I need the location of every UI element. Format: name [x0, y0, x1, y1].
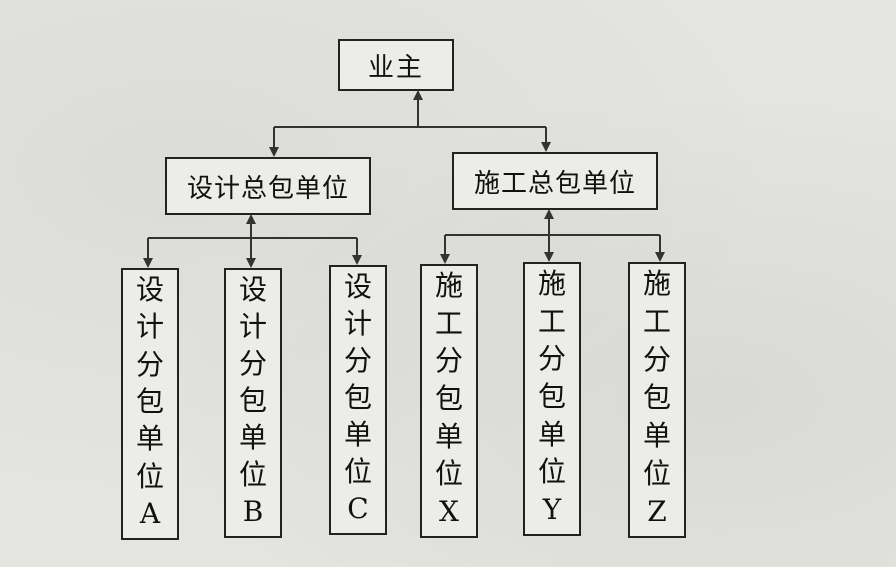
- construction-sub-y-char: 单: [537, 417, 566, 451]
- design-sub-a-char: 分: [135, 347, 164, 381]
- root-node: 业主: [338, 39, 454, 91]
- design-sub-c-char: 包: [343, 381, 372, 414]
- construction-sub-z-char: 单: [642, 419, 671, 452]
- construction-subcontractor-z-node: 施 工 分 包 单 位 Z: [628, 262, 686, 538]
- construction-sub-z-char: 施: [642, 267, 671, 300]
- construction-subcontractor-x-node: 施 工 分 包 单 位 X: [420, 264, 478, 538]
- design-sub-c-char: C: [347, 492, 369, 525]
- design-sub-c-char: 位: [343, 455, 372, 488]
- design-general-contractor-node: 设计总包单位: [165, 157, 371, 215]
- design-sub-a-char: 包: [135, 384, 164, 418]
- construction-sub-x-char: 位: [434, 457, 463, 491]
- design-sub-a-char: A: [139, 496, 161, 530]
- design-subcontractor-c-node: 设 计 分 包 单 位 C: [329, 265, 387, 535]
- design-sub-a-char: 设: [135, 273, 164, 306]
- design-sub-c-char: 单: [343, 418, 372, 451]
- construction-sub-y-char: 位: [537, 455, 566, 489]
- construction-sub-x-char: 分: [434, 344, 463, 378]
- construction-subcontractor-y-node: 施 工 分 包 单 位 Y: [523, 262, 581, 536]
- design-sub-b-char: 分: [238, 347, 267, 380]
- design-sub-b-char: 单: [238, 421, 267, 454]
- design-sub-c-char: 分: [343, 344, 372, 377]
- design-sub-a-char: 单: [135, 422, 164, 456]
- construction-sub-x-char: 工: [434, 306, 463, 340]
- construction-sub-y-char: Y: [542, 492, 562, 526]
- construction-sub-y-char: 分: [537, 342, 566, 376]
- root-node-label: 业主: [367, 52, 424, 83]
- construction-general-contractor-node: 施工总包单位: [452, 152, 658, 210]
- design-sub-b-char: 设: [238, 273, 267, 306]
- design-sub-c-char: 计: [343, 307, 372, 340]
- construction-sub-z-char: 包: [642, 381, 671, 414]
- construction-sub-x-char: 单: [434, 419, 463, 453]
- construction-general-contractor-label: 施工总包单位: [473, 168, 636, 199]
- construction-sub-x-char: 包: [434, 381, 463, 415]
- construction-sub-z-char: 分: [642, 343, 671, 376]
- construction-sub-z-char: 位: [642, 457, 671, 490]
- design-sub-a-char: 计: [135, 310, 164, 344]
- construction-sub-z-char: Z: [647, 495, 667, 528]
- design-sub-b-char: B: [242, 495, 264, 528]
- design-sub-a-char: 位: [135, 459, 164, 493]
- construction-sub-x-char: X: [439, 494, 459, 528]
- design-subcontractor-a-node: 设 计 分 包 单 位 A: [121, 268, 179, 540]
- design-sub-b-char: 计: [238, 310, 267, 343]
- construction-sub-y-char: 施: [537, 267, 566, 300]
- construction-sub-y-char: 工: [537, 304, 566, 338]
- design-sub-b-char: 位: [238, 458, 267, 491]
- construction-sub-z-char: 工: [642, 305, 671, 338]
- construction-sub-y-char: 包: [537, 379, 566, 413]
- construction-sub-x-char: 施: [434, 269, 463, 302]
- design-general-contractor-label: 设计总包单位: [186, 173, 349, 204]
- design-sub-c-char: 设: [343, 270, 372, 303]
- design-sub-b-char: 包: [238, 384, 267, 417]
- design-subcontractor-b-node: 设 计 分 包 单 位 B: [224, 268, 282, 538]
